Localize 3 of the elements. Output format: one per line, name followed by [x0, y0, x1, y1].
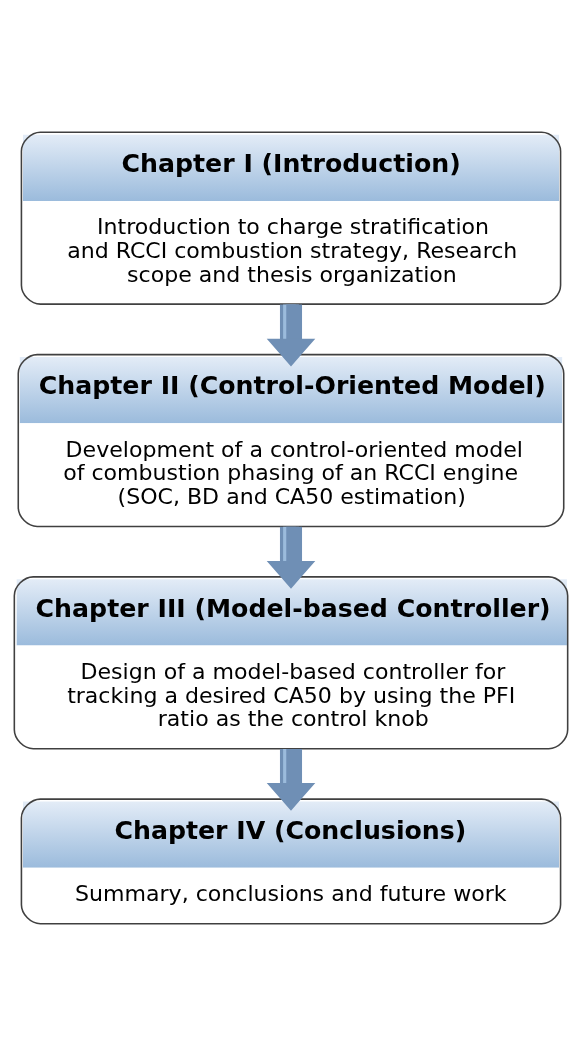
arrow [266, 304, 316, 366]
arrow [266, 748, 316, 811]
arrow [266, 526, 316, 589]
